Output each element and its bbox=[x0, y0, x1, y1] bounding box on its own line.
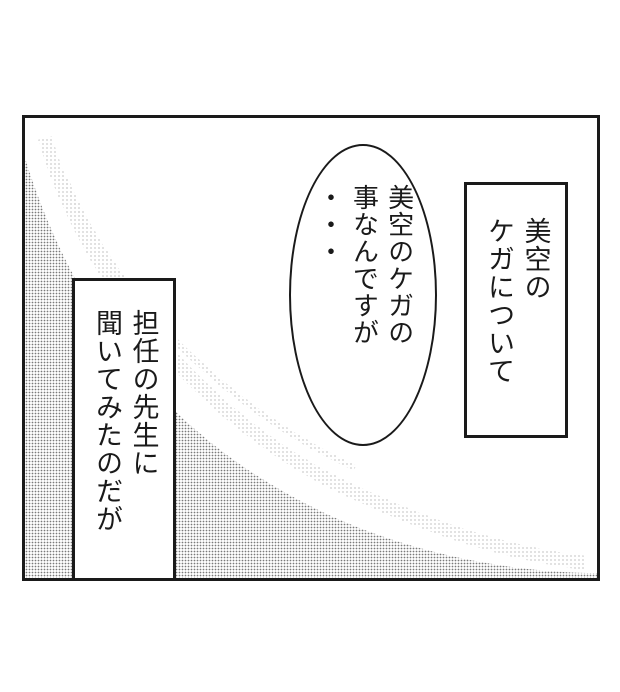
narration-right-line-1: 美空の bbox=[519, 217, 551, 301]
narration-text-right: 美空の ケガについて bbox=[480, 217, 553, 385]
narration-right-line-2: ケガについて bbox=[483, 217, 514, 385]
narration-left-line-1: 担任の先生に bbox=[127, 309, 159, 477]
bubble-line-2: 事なんですが bbox=[348, 184, 379, 346]
bubble-line-ellipsis: ・・・ bbox=[313, 184, 344, 265]
bubble-line-1: 美空のケガの bbox=[383, 184, 414, 346]
narration-box-left: 担任の先生に 聞いてみたのだが bbox=[72, 278, 176, 578]
narration-box-right: 美空の ケガについて bbox=[464, 182, 568, 438]
comic-panel: 美空のケガの 事なんですが ・・・ 美空の ケガについて 担任の先生に 聞いてみ… bbox=[22, 115, 600, 581]
speech-bubble: 美空のケガの 事なんですが ・・・ bbox=[289, 144, 437, 446]
speech-bubble-text: 美空のケガの 事なんですが ・・・ bbox=[310, 184, 415, 346]
narration-text-left: 担任の先生に 聞いてみたのだが bbox=[88, 309, 161, 533]
narration-left-line-2: 聞いてみたのだが bbox=[91, 309, 122, 533]
